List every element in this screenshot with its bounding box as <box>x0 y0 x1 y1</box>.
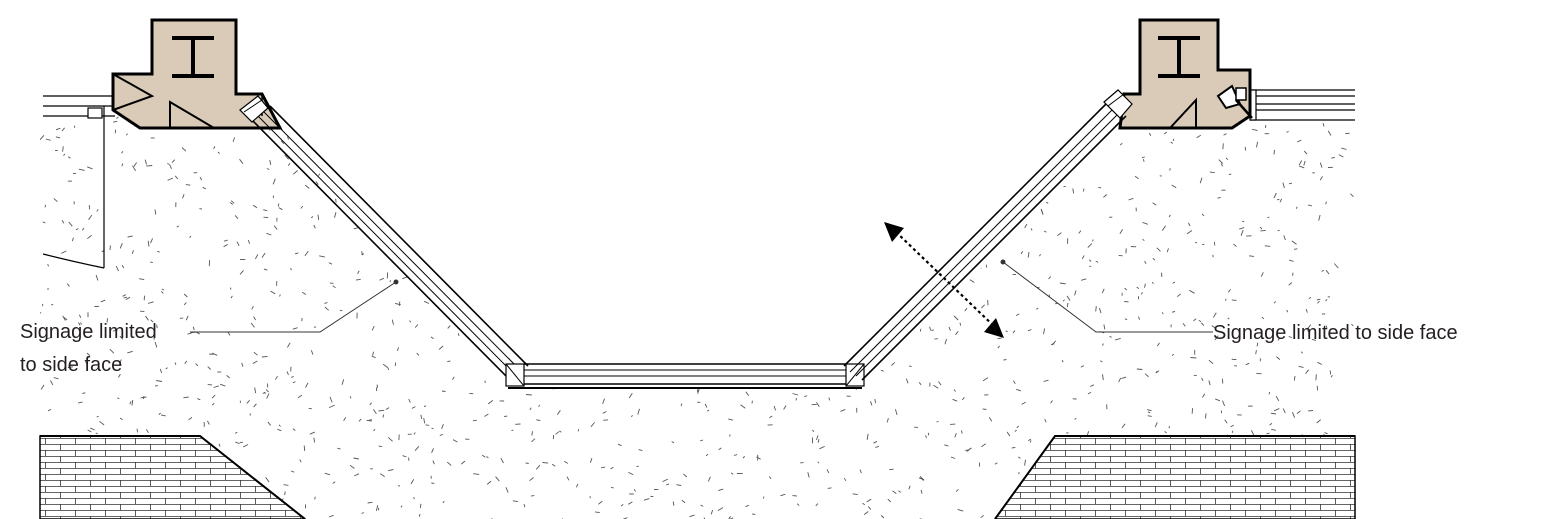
right-steel-column <box>1118 18 1253 130</box>
leader-left <box>190 279 399 333</box>
callout-left-line-2: to side face <box>20 354 122 376</box>
brick-planter-right <box>994 435 1356 519</box>
left-storefront-wall <box>42 95 115 269</box>
leader-right <box>1000 259 1213 333</box>
callout-left-line-1: Signage limited <box>20 321 157 343</box>
left-steel-column <box>111 18 283 130</box>
glazing-right-angled <box>843 89 1133 381</box>
right-storefront-wall <box>1249 89 1355 121</box>
brick-planter-left <box>39 435 307 519</box>
glazing-front <box>505 363 865 389</box>
callout-right-line-1: Signage limited to side face <box>1213 322 1458 344</box>
section-cut-arrow <box>884 222 1004 338</box>
glazing-left-angled <box>239 95 529 381</box>
